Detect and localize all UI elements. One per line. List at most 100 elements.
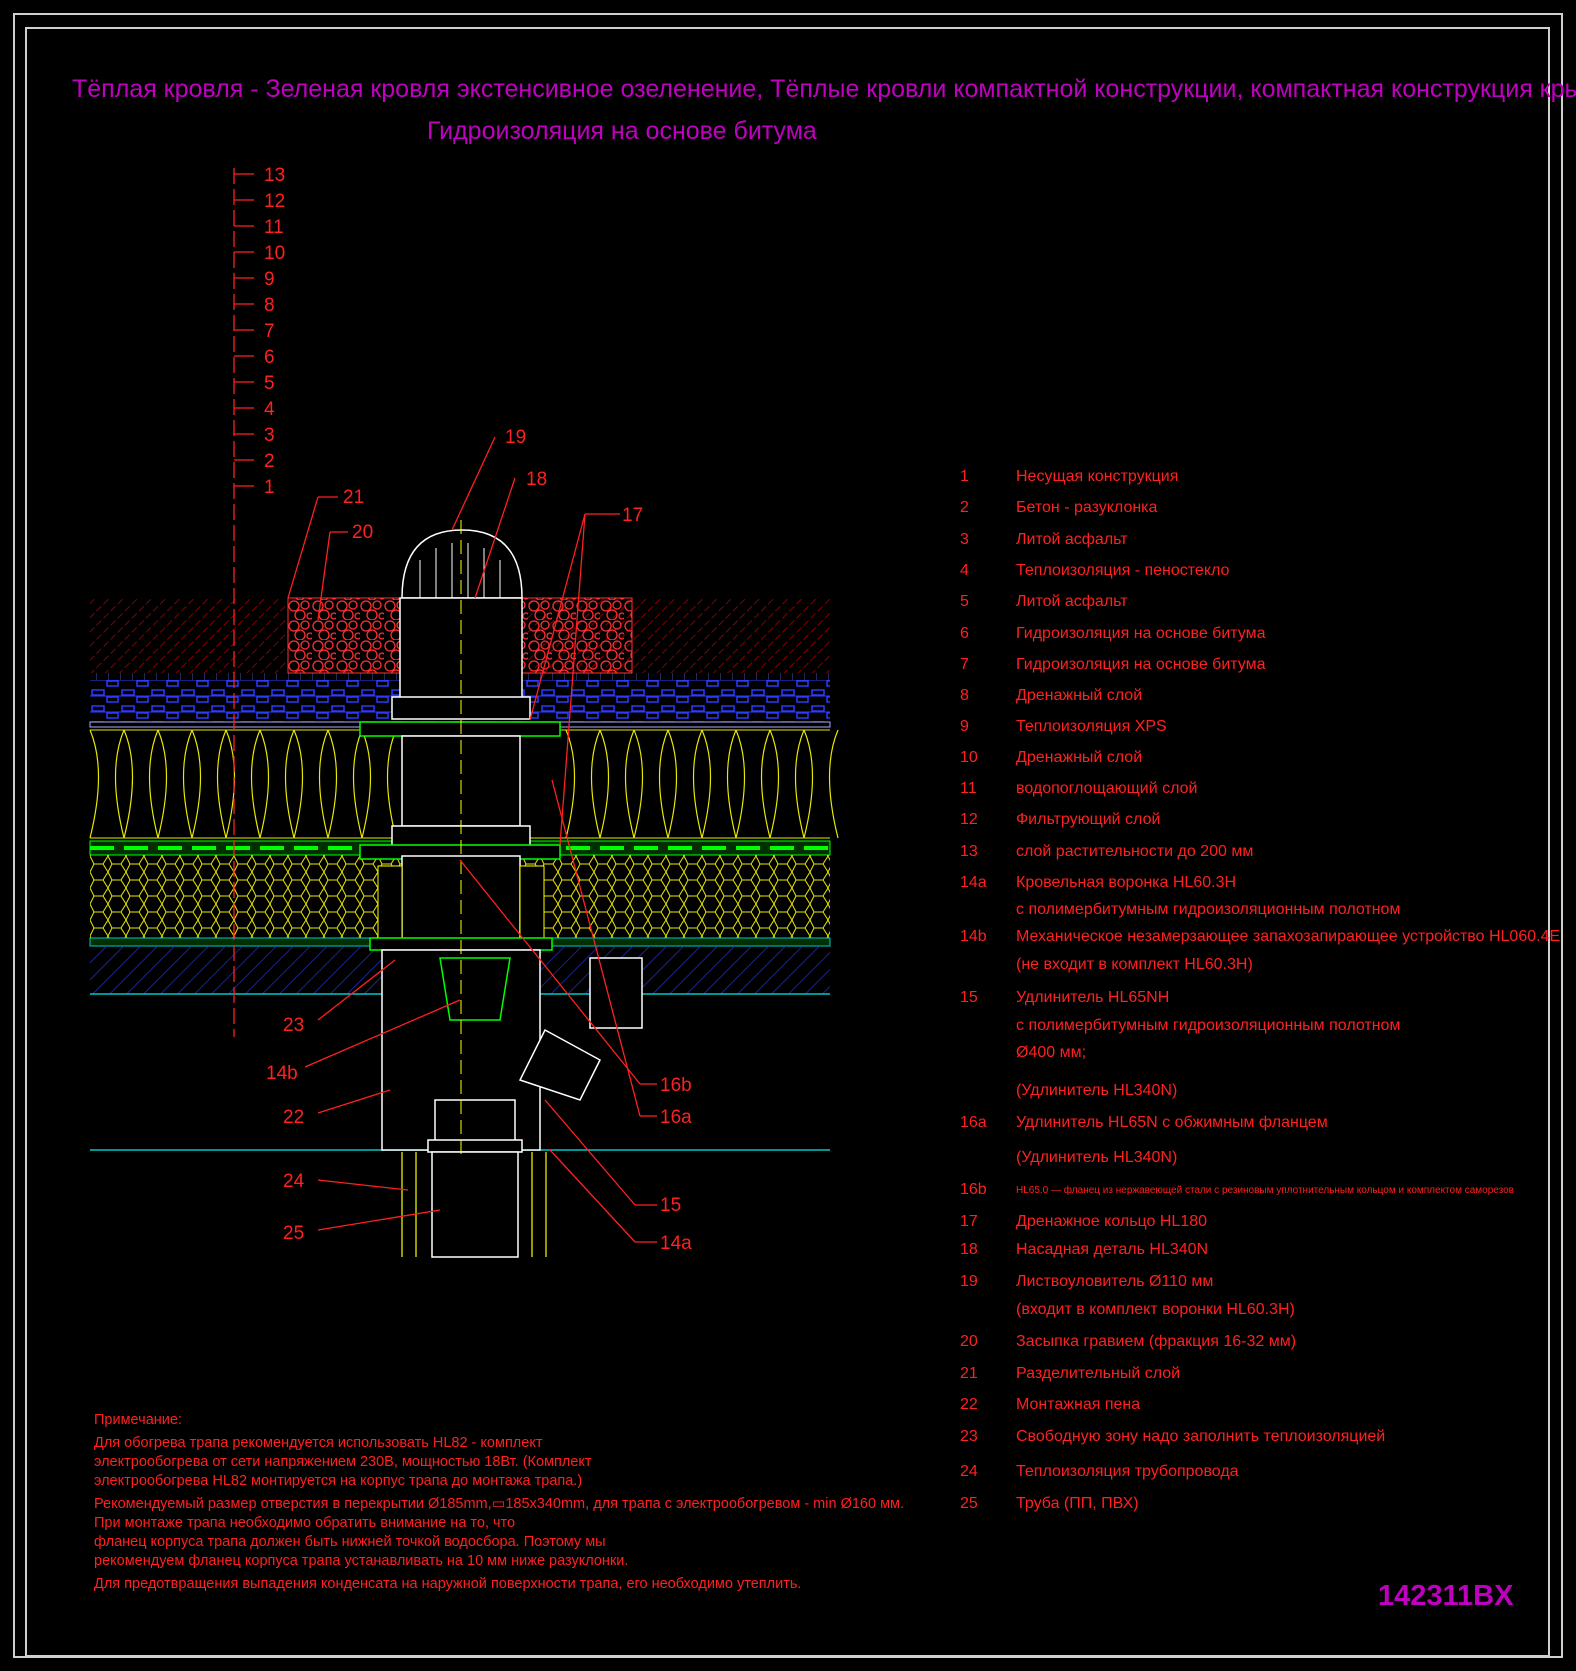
scale-label: 11 <box>264 217 284 238</box>
legend-number: 16b <box>960 1181 987 1198</box>
legend-text: Гидроизоляция на основе битума <box>1016 656 1266 673</box>
legend-text: Разделительный слой <box>1016 1365 1181 1382</box>
callout-24: 24 <box>283 1171 305 1192</box>
scale-label: 3 <box>264 425 275 446</box>
legend-text: (входит в комплект воронки HL60.3H) <box>1016 1301 1295 1318</box>
legend-number: 18 <box>960 1241 978 1258</box>
callout-leader-23 <box>317 959 396 1021</box>
legend-text: Теплоизоляция - пеностекло <box>1016 562 1230 579</box>
scale-label: 10 <box>264 243 285 264</box>
drawing-frame-outer <box>13 13 1563 1658</box>
legend-text: Дренажное кольцо HL180 <box>1016 1213 1208 1230</box>
notes-paragraph-1: Для обогрева трапа рекомендуется использ… <box>94 1435 592 1489</box>
pipe <box>431 1151 519 1258</box>
legend-text: с полимербитумным гидроизоляционным поло… <box>1016 1017 1401 1034</box>
callout-leaders <box>287 436 657 1243</box>
scale-label: 1 <box>264 477 275 498</box>
callout-20: 20 <box>352 522 373 543</box>
odor-trap <box>439 957 511 1021</box>
callout-leader-14a <box>549 1149 636 1243</box>
callout-leader-14b <box>304 999 461 1068</box>
legend-number: 22 <box>960 1396 978 1413</box>
legend-text: Удлинитель HL65NH <box>1016 989 1170 1006</box>
xps-insulation <box>89 729 839 839</box>
callout-leader-18 <box>474 477 516 599</box>
drawing-frame-inner <box>25 27 1550 1657</box>
scale-label: 4 <box>264 399 275 420</box>
legend-text: Литой асфальт <box>1016 593 1128 610</box>
legend-number: 24 <box>960 1463 978 1480</box>
legend-number: 11 <box>960 780 977 797</box>
legend-number: 10 <box>960 749 978 766</box>
legend-text: Труба (ПП, ПВХ) <box>1016 1495 1139 1512</box>
legend-number: 3 <box>960 531 969 548</box>
legend-text: (Удлинитель HL340N) <box>1016 1149 1178 1166</box>
legend-number: 14b <box>960 928 987 945</box>
legend-number: 9 <box>960 718 969 735</box>
drawing-code: 142311BX <box>1378 1580 1514 1612</box>
callout-leader-16b <box>459 859 641 1085</box>
legend-text: Монтажная пена <box>1016 1396 1141 1413</box>
callout-leader-25 <box>317 1209 441 1231</box>
legend-number: 25 <box>960 1495 978 1512</box>
legend-number: 13 <box>960 843 978 860</box>
callout-25: 25 <box>283 1223 304 1244</box>
roof-drain-assembly <box>359 520 643 1258</box>
legend-text: Гидроизоляция на основе битума <box>1016 625 1266 642</box>
scale-label: 5 <box>264 373 275 394</box>
legend-number: 19 <box>960 1273 978 1290</box>
legend-number: 6 <box>960 625 969 642</box>
callout-15: 15 <box>660 1195 681 1216</box>
callout-leader-21 <box>287 496 319 599</box>
scale-label: 12 <box>264 191 285 212</box>
legend-number: 17 <box>960 1213 978 1230</box>
legend-text: Насадная деталь HL340N <box>1016 1241 1209 1258</box>
notes-paragraph-2: Рекомендуемый размер отверстия в перекры… <box>94 1496 905 1569</box>
callout-leader-15 <box>544 1099 636 1206</box>
callout-14a: 14a <box>660 1233 692 1254</box>
callout-14b: 14b <box>266 1063 298 1084</box>
drawing-title: Тёплая кровля - Зеленая кровля экстенсив… <box>72 75 1576 103</box>
callout-19: 19 <box>505 427 526 448</box>
legend-text: Теплоизоляция XPS <box>1016 718 1167 735</box>
callout-22: 22 <box>283 1107 304 1128</box>
legend-number: 23 <box>960 1428 978 1445</box>
callout-18: 18 <box>526 469 547 490</box>
legend-text: водопоглощающий слой <box>1016 780 1198 797</box>
scale-label: 9 <box>264 269 275 290</box>
legend-number: 14a <box>960 874 987 891</box>
notes-heading: Примечание: <box>94 1412 182 1428</box>
callout-leader-20 <box>317 531 331 621</box>
callout-leader-19 <box>451 436 496 531</box>
callout-leader-17 <box>529 513 586 721</box>
callout-16b: 16b <box>660 1075 692 1096</box>
legend-text: (не входит в комплект HL60.3H) <box>1016 956 1253 973</box>
legend-number: 7 <box>960 656 969 673</box>
legend-number: 12 <box>960 811 978 828</box>
legend-number: 15 <box>960 989 978 1006</box>
notes-paragraph-3: Для предотвращения выпадения конденсата … <box>94 1576 802 1592</box>
legend-text: HL65.0 — фланец из нержавеющей стали с р… <box>1016 1185 1514 1196</box>
legend-text: Ø400 мм; <box>1016 1044 1087 1061</box>
legend-number: 16a <box>960 1114 987 1131</box>
legend-text: (Удлинитель HL340N) <box>1016 1082 1178 1099</box>
legend-number: 4 <box>960 562 969 579</box>
legend-number: 2 <box>960 499 969 516</box>
legend-text: Теплоизоляция трубопровода <box>1016 1463 1239 1480</box>
gravel-fill-left <box>287 597 401 674</box>
legend-text: Бетон - разуклонка <box>1016 499 1158 516</box>
legend-text: слой растительности до 200 мм <box>1016 843 1254 860</box>
callout-17: 17 <box>622 505 643 526</box>
legend-text: с полимербитумным гидроизоляционным поло… <box>1016 901 1401 918</box>
scale-label: 7 <box>264 321 275 342</box>
legend-text: Дренажный слой <box>1016 687 1143 704</box>
callout-leader-24 <box>317 1179 409 1191</box>
legend-text: Свободную зону надо заполнить теплоизоля… <box>1016 1428 1386 1445</box>
drawing-subtitle: Гидроизоляция на основе битума <box>427 117 817 145</box>
legend-text: Засыпка гравием (фракция 16-32 мм) <box>1016 1333 1297 1350</box>
legend-number: 1 <box>960 468 969 485</box>
